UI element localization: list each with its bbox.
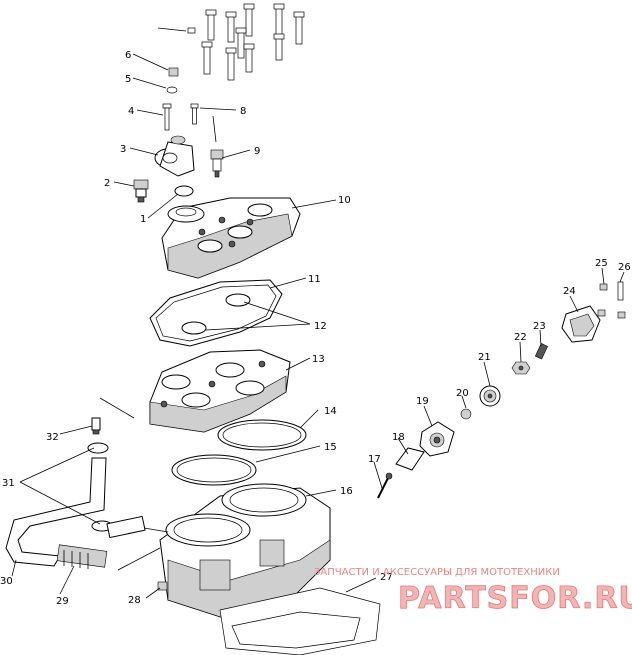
label-12: 12 (314, 321, 327, 332)
label-3: 3 (120, 144, 126, 155)
shaft-part-23 (534, 342, 548, 360)
label-22: 22 (514, 332, 527, 343)
cylinder-head-part-13 (149, 349, 291, 433)
label-14: 14 (324, 406, 337, 417)
label-15: 15 (324, 442, 337, 453)
impeller-part-21 (479, 385, 501, 407)
nut-part-6 (168, 67, 179, 77)
fitting-part-32 (91, 417, 101, 435)
nut-part-25 (599, 283, 608, 291)
label-6: 6 (125, 50, 131, 61)
bolt-part-26 (597, 281, 626, 319)
bolt-part-4 (162, 103, 172, 131)
label-19: 19 (416, 396, 429, 407)
label-23: 23 (533, 321, 546, 332)
label-27: 27 (380, 572, 393, 583)
label-26: 26 (618, 262, 631, 273)
hose-clamps-part-31 (87, 442, 113, 532)
o-ring-part-15 (171, 454, 257, 486)
label-28: 28 (128, 595, 141, 606)
o-ring-part-14 (217, 419, 307, 451)
label-25: 25 (595, 258, 608, 269)
label-11: 11 (308, 274, 321, 285)
water-outlet-part-3 (154, 135, 195, 177)
watermark-logo: PARTSFOR.RU (398, 581, 632, 616)
temperature-sensor-part-9 (210, 115, 224, 178)
label-5: 5 (125, 74, 131, 85)
label-16: 16 (340, 486, 353, 497)
hose-sleeve-part-29 (56, 544, 108, 569)
gasket-part-18 (395, 447, 425, 471)
label-4: 4 (128, 106, 134, 117)
plug-part-28 (157, 581, 168, 591)
label-9: 9 (254, 146, 260, 157)
label-31: 31 (2, 478, 15, 489)
seal-part-20 (460, 408, 472, 420)
head-cover-gasket-part-11 (149, 279, 283, 347)
label-10: 10 (338, 195, 351, 206)
label-17: 17 (368, 454, 381, 465)
label-24: 24 (563, 286, 576, 297)
label-29: 29 (56, 596, 69, 607)
cylinder-head-cover-part-10 (161, 197, 301, 279)
sensor-part-2 (133, 179, 149, 203)
nut-part-22 (511, 361, 531, 375)
label-32: 32 (46, 432, 59, 443)
part-labels: 1 2 3 4 5 6 8 9 10 11 12 13 14 15 16 17 … (0, 50, 631, 607)
label-30: 30 (0, 576, 13, 587)
label-20: 20 (456, 388, 469, 399)
bolt-part-7 (190, 103, 237, 125)
label-18: 18 (392, 432, 405, 443)
pump-cover-part-19 (419, 421, 455, 457)
label-13: 13 (312, 354, 325, 365)
watermark: ЗАПЧАСТИ И АКСЕССУАРЫ ДЛЯ МОТОТЕХНИКИ PA… (314, 567, 632, 616)
label-8: 8 (240, 106, 246, 117)
watermark-tagline: ЗАПЧАСТИ И АКСЕССУАРЫ ДЛЯ МОТОТЕХНИКИ (314, 567, 560, 578)
label-2: 2 (104, 178, 110, 189)
pump-housing-part-24 (561, 305, 601, 343)
leader-lines (11, 53, 625, 599)
o-ring-part-1 (174, 185, 194, 197)
label-21: 21 (478, 352, 491, 363)
connector-tube (106, 515, 169, 539)
label-1: 1 (140, 214, 146, 225)
washer-part-5 (166, 86, 178, 94)
cylinder-head-bolts (157, 3, 305, 81)
pin-part-17 (377, 472, 393, 499)
crankcase-part-27 (219, 587, 381, 655)
